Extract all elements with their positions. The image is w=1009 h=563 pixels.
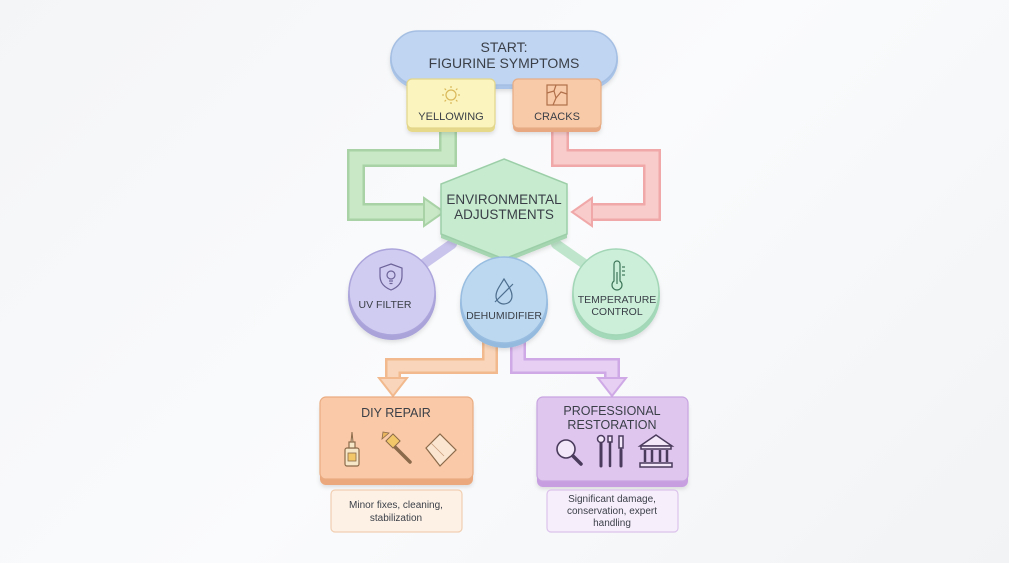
paintbrush-icon (381, 431, 412, 464)
shield-bulb-icon (379, 263, 403, 291)
cracks-label: CRACKS (534, 111, 580, 123)
arrow-dehumidifier-to-professional (510, 342, 629, 398)
temperature-node: TEMPERATURE CONTROL (572, 248, 660, 340)
professional-restoration-node: PROFESSIONAL RESTORATION (536, 396, 689, 487)
arrow-dehumidifier-to-diy (376, 342, 498, 398)
professional-note-line3: handling (593, 518, 631, 529)
museum-icon (637, 434, 675, 468)
yellowing-node: YELLOWING (406, 78, 496, 132)
sun-icon (442, 86, 460, 104)
start-label: START: (481, 39, 528, 55)
tools-icon (596, 434, 624, 468)
temperature-line2: CONTROL (591, 306, 642, 318)
diy-note-line1: Minor fixes, cleaning, (349, 500, 443, 511)
dehumidifier-node: DEHUMIDIFIER (460, 256, 548, 348)
start-title: FIGURINE SYMPTOMS (429, 55, 580, 71)
cracks-node: CRACKS (512, 78, 602, 132)
yellowing-label: YELLOWING (418, 111, 483, 123)
diy-title: DIY REPAIR (361, 406, 431, 420)
diy-repair-node: DIY REPAIR (319, 396, 474, 485)
professional-note: Significant damage, conservation, expert… (546, 489, 679, 533)
professional-title-line1: PROFESSIONAL (563, 404, 660, 418)
professional-note-line2: conservation, expert (567, 506, 657, 517)
thermometer-icon (611, 260, 625, 291)
cracked-tile-icon (546, 84, 568, 106)
uv-filter-node: UV FILTER (348, 248, 436, 340)
crossed-droplet-icon (494, 277, 514, 305)
temperature-line1: TEMPERATURE (578, 294, 657, 306)
professional-note-line1: Significant damage, (568, 494, 656, 505)
environment-line1: ENVIRONMENTAL (446, 192, 562, 207)
diy-note: Minor fixes, cleaning, stabilization (330, 489, 463, 533)
professional-title-line2: RESTORATION (567, 418, 656, 432)
environment-line2: ADJUSTMENTS (454, 207, 554, 222)
arrow-yellowing-to-environment (347, 132, 457, 228)
dehumidifier-label: DEHUMIDIFIER (466, 310, 542, 322)
magnifier-icon (556, 439, 583, 466)
environment-node: ENVIRONMENTAL ADJUSTMENTS (440, 158, 568, 263)
diy-note-line2: stabilization (370, 513, 422, 524)
start-node: START: FIGURINE SYMPTOMS (390, 30, 618, 89)
cloth-icon (425, 433, 457, 467)
glue-bottle-icon (344, 431, 360, 467)
arrow-cracks-to-environment (551, 132, 661, 228)
uv-filter-label: UV FILTER (359, 299, 412, 311)
